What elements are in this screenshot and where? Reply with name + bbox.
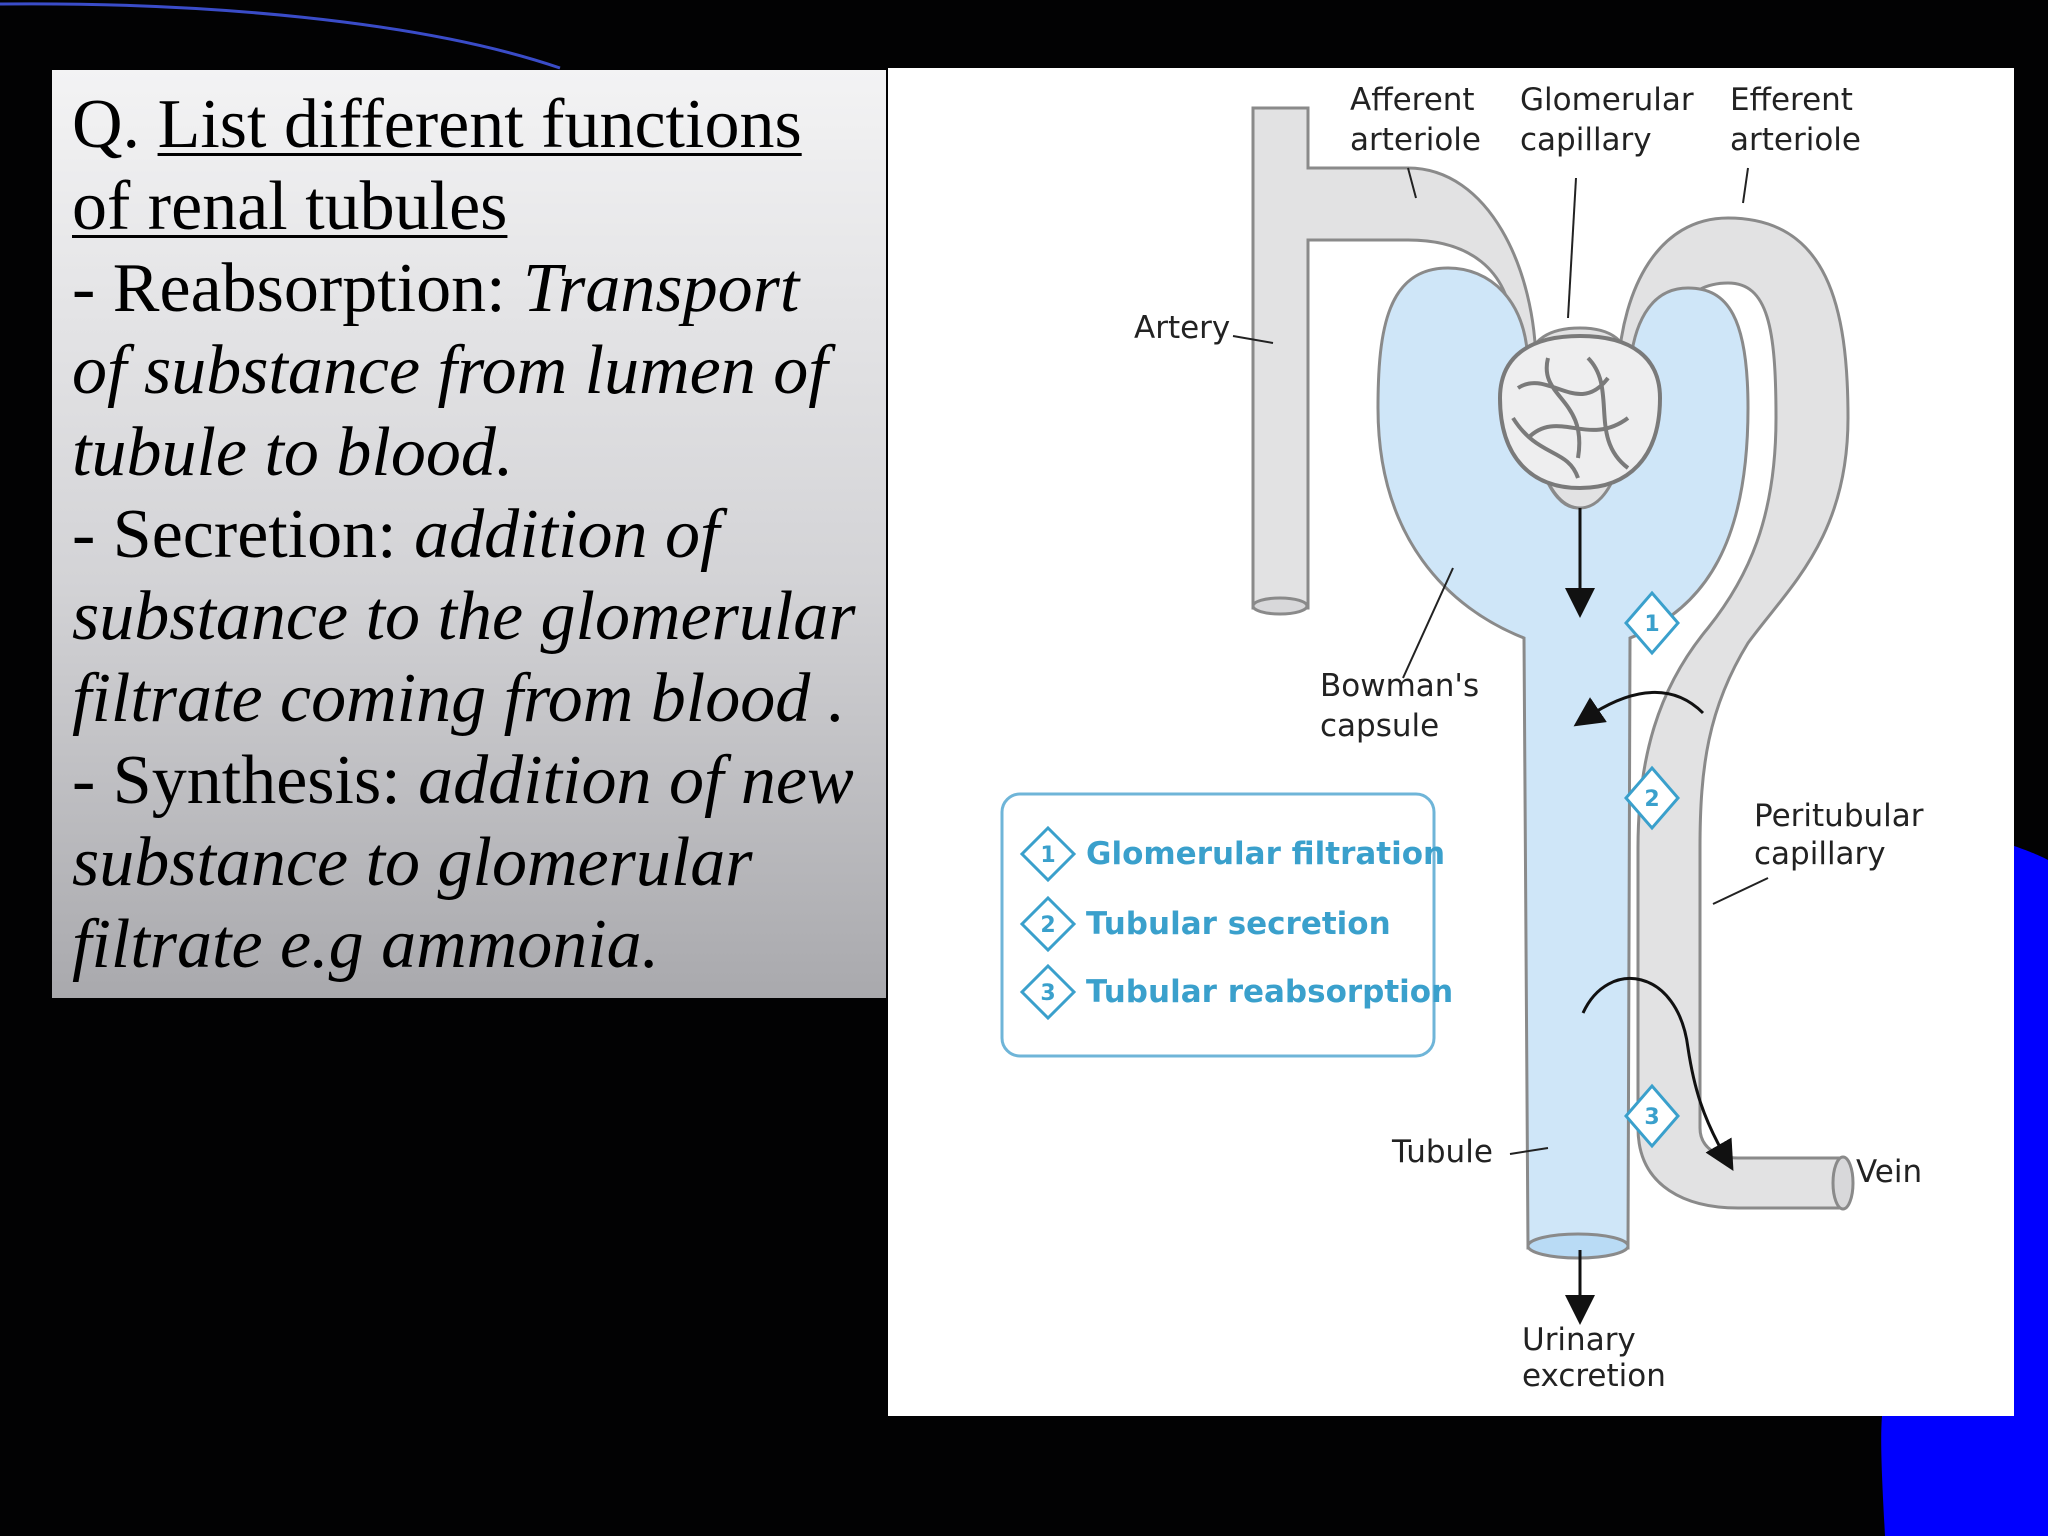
svg-text:Glomerular filtration: Glomerular filtration bbox=[1086, 836, 1445, 872]
label-bowman-1: Bowman's bbox=[1320, 668, 1479, 704]
svg-text:Tubular reabsorption: Tubular reabsorption bbox=[1086, 974, 1453, 1010]
legend-box: 1 Glomerular filtration 2 Tubular secret… bbox=[1000, 792, 1453, 1058]
label-urinary-1: Urinary bbox=[1522, 1322, 1636, 1358]
label-tubule: Tubule bbox=[1391, 1134, 1493, 1170]
glomerulus bbox=[1497, 326, 1663, 510]
secretion-definition: addition of substance to the glomerular … bbox=[72, 496, 856, 737]
label-efferent-2: arteriole bbox=[1730, 122, 1861, 158]
label-efferent-1: Efferent bbox=[1730, 82, 1853, 118]
legend-item-2: 2 Tubular secretion bbox=[1019, 895, 1391, 953]
synthesis-definition: addition of new substance to glomerular … bbox=[72, 742, 854, 983]
vein-opening bbox=[1831, 1155, 1855, 1211]
svg-text:2: 2 bbox=[1644, 787, 1659, 812]
corner-blue-swoosh bbox=[1881, 840, 2048, 1536]
marker-2: 2 bbox=[1624, 765, 1680, 831]
top-swoosh-line bbox=[0, 2, 561, 70]
svg-text:2: 2 bbox=[1040, 913, 1055, 938]
synthesis-term: - Synthesis: bbox=[72, 742, 419, 819]
tubule-opening bbox=[1526, 1232, 1630, 1260]
svg-text:1: 1 bbox=[1040, 843, 1055, 868]
leader-lines bbox=[1232, 167, 1769, 1155]
nephron-diagram: 1 2 3 Afferent arteriole Glomerular capi… bbox=[888, 68, 2014, 1416]
secretion-term: - Secretion: bbox=[72, 496, 415, 573]
question-prefix: Q. bbox=[72, 86, 158, 163]
marker-3: 3 bbox=[1624, 1083, 1680, 1149]
svg-text:3: 3 bbox=[1644, 1105, 1659, 1130]
label-urinary-2: excretion bbox=[1522, 1358, 1666, 1394]
efferent-peritubular-vessel bbox=[1616, 216, 1850, 1210]
reabsorption-definition: Transport of substance from lumen of tub… bbox=[72, 250, 828, 491]
reabsorption-term: - Reabsorption: bbox=[72, 250, 524, 327]
svg-text:Tubular secretion: Tubular secretion bbox=[1086, 906, 1391, 942]
marker-1: 1 bbox=[1624, 590, 1680, 656]
legend-item-3: 3 Tubular reabsorption bbox=[1019, 963, 1453, 1021]
label-bowman-2: capsule bbox=[1320, 708, 1439, 744]
svg-text:1: 1 bbox=[1644, 612, 1659, 637]
question-title: List different functions of renal tubule… bbox=[72, 86, 802, 245]
svg-text:3: 3 bbox=[1040, 981, 1055, 1006]
artery-opening bbox=[1251, 596, 1309, 616]
label-vein: Vein bbox=[1856, 1154, 1922, 1190]
label-afferent-1: Afferent bbox=[1350, 82, 1475, 118]
label-glomerular-2: capillary bbox=[1520, 122, 1652, 158]
flow-arrows bbox=[1565, 508, 1734, 1325]
slide-text-box: Q. List different functions of renal tub… bbox=[52, 70, 886, 998]
label-artery: Artery bbox=[1134, 310, 1230, 346]
label-glomerular-1: Glomerular bbox=[1520, 82, 1694, 118]
label-afferent-2: arteriole bbox=[1350, 122, 1481, 158]
legend-item-1: 1 Glomerular filtration bbox=[1019, 825, 1445, 883]
label-peritubular-1: Peritubular bbox=[1754, 798, 1924, 834]
label-peritubular-2: capillary bbox=[1754, 836, 1886, 872]
